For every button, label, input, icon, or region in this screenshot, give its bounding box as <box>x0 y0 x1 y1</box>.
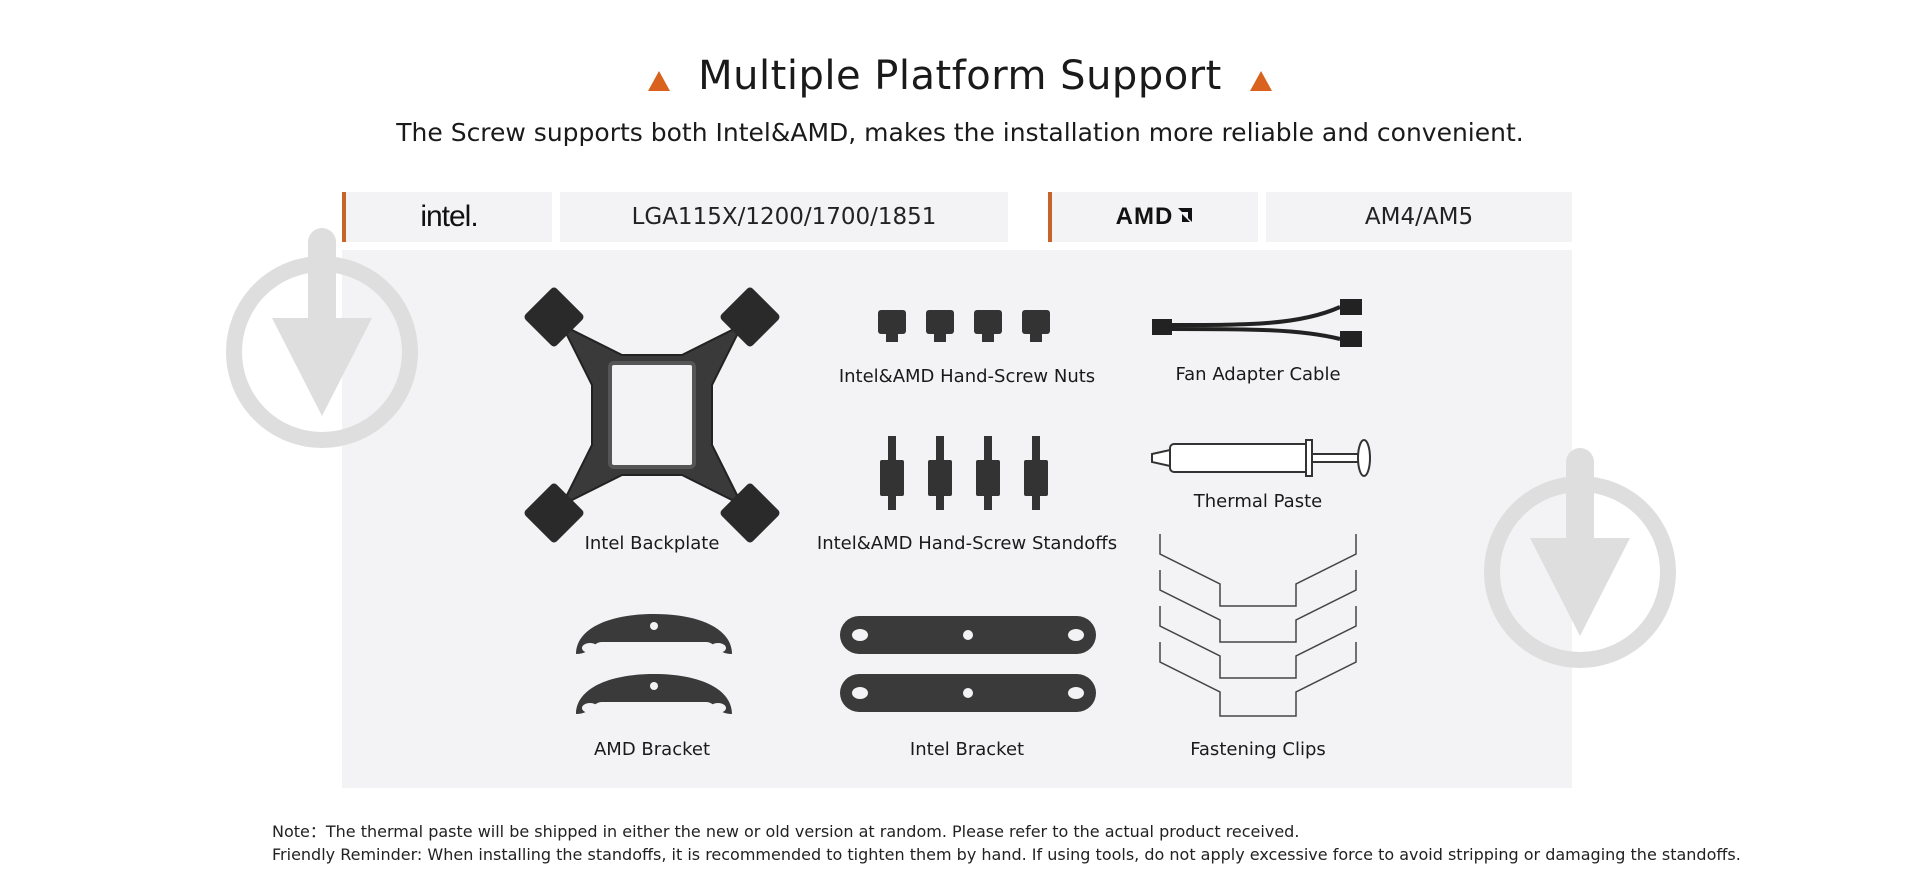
fan-adapter-cable-image <box>1152 299 1362 347</box>
amd-arrow-icon <box>1176 206 1194 228</box>
fastening-clips-label: Fastening Clips <box>1190 739 1326 760</box>
download-arrow-icon <box>1484 448 1676 668</box>
hand-screw-nuts-image <box>878 310 1050 342</box>
hand-screw-standoffs-image <box>880 436 1048 510</box>
intel-logo-cell: intel. <box>342 192 552 242</box>
amd-logo: AMD <box>1115 203 1174 230</box>
page-subtitle: The Screw supports both Intel&AMD, makes… <box>396 118 1524 147</box>
note-text: Note：The thermal paste will be shipped i… <box>272 822 1300 841</box>
page-title: Multiple Platform Support <box>698 53 1222 99</box>
download-arrow-icon <box>226 228 418 448</box>
fastening-clips-image <box>1159 534 1357 717</box>
intel-bracket-image <box>840 616 1096 712</box>
triangle-right-icon <box>1249 71 1272 91</box>
amd-sockets-cell: AM4/AM5 <box>1266 192 1572 242</box>
intel-sockets-cell: LGA115X/1200/1700/1851 <box>560 192 1008 242</box>
title-row: Multiple Platform Support <box>0 48 1920 104</box>
triangle-left-icon <box>648 71 671 91</box>
thermal-paste-label: Thermal Paste <box>1193 491 1323 512</box>
reminder-text: Friendly Reminder: When installing the s… <box>272 845 1741 864</box>
amd-bracket-image <box>576 614 732 714</box>
hand-screw-nuts-label: Intel&AMD Hand-Screw Nuts <box>838 366 1096 387</box>
intel-sockets: LGA115X/1200/1700/1851 <box>631 204 937 230</box>
hand-screw-standoffs-label: Intel&AMD Hand-Screw Standoffs <box>816 533 1118 554</box>
intel-logo: intel. <box>420 200 478 233</box>
amd-sockets: AM4/AM5 <box>1364 204 1474 230</box>
fan-adapter-cable-label: Fan Adapter Cable <box>1175 364 1341 385</box>
intel-backplate-image <box>524 287 780 543</box>
intel-bracket-label: Intel Bracket <box>909 739 1025 760</box>
intel-backplate-label: Intel Backplate <box>584 533 720 554</box>
amd-logo-cell: AMD <box>1048 192 1258 242</box>
amd-bracket-label: AMD Bracket <box>593 739 711 760</box>
thermal-paste-image <box>1151 439 1371 477</box>
